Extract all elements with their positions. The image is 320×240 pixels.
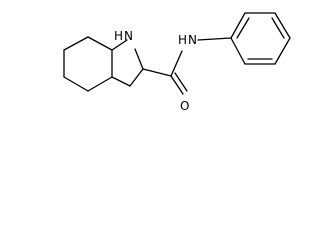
bond-c1-c2	[63, 36, 89, 51]
cyclohexane-ring	[63, 36, 113, 92]
bond-c3-n1	[111, 39, 128, 51]
amide-nitrogen-label: N	[188, 33, 197, 47]
amide-group	[142, 37, 232, 95]
bond-b1-b2-inner	[236, 17, 250, 39]
bond-c4-c5	[87, 76, 113, 92]
structure-diagram: N H H N O	[0, 0, 318, 117]
bond-b4-b5	[274, 37, 291, 65]
carbonyl-oxygen-label: O	[180, 99, 189, 113]
ring-nitrogen-label: N	[124, 29, 133, 43]
bond-c9-o-b	[174, 72, 188, 92]
ring-hydrogen-label: H	[114, 29, 123, 43]
bond-n2-c10	[197, 37, 232, 41]
bond-c7-c9	[142, 68, 172, 77]
bond-c8-c4	[111, 76, 131, 87]
bond-n1-c7	[134, 48, 144, 70]
bond-c7-c8	[129, 68, 144, 87]
benzene-ring	[230, 12, 291, 65]
pyrrolidine-ring	[111, 39, 144, 87]
bond-b3-b4	[274, 12, 291, 39]
bond-b6-b1	[230, 37, 246, 65]
bond-c5-c6	[63, 76, 89, 92]
bond-c2-c3	[87, 36, 113, 51]
atom-labels: N H H N O	[114, 29, 197, 113]
amide-hydrogen-label: H	[178, 33, 187, 47]
bond-c9-o-a	[170, 75, 184, 95]
bond-b1-b2	[230, 12, 246, 39]
bond-b3-b4-inner	[271, 17, 285, 39]
bond-c9-n2	[170, 50, 183, 77]
molecule-svg: N H H N O	[63, 12, 291, 113]
